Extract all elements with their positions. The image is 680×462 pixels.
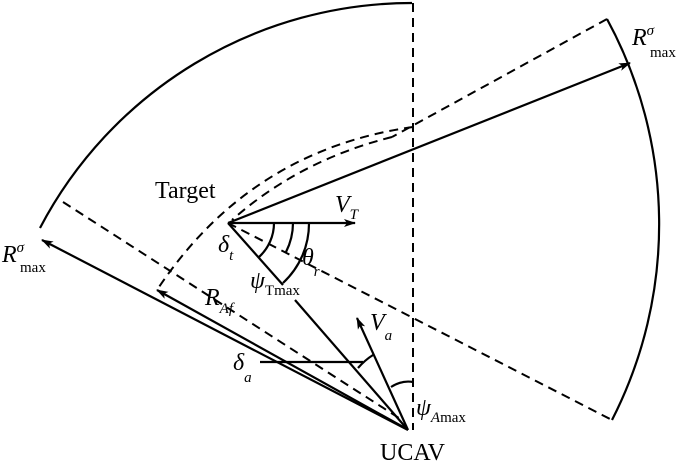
- v-a-arrow: [355, 317, 410, 431]
- psi-tmax-arc: [282, 222, 311, 284]
- ucav-range-arc: [39, 1, 413, 229]
- target-dashed-curve-lower: [231, 136, 393, 221]
- r-max-left-sub: max: [20, 260, 46, 276]
- theta-r-dashed-line: [227, 222, 613, 421]
- r-max-right-arrow: [227, 61, 631, 225]
- delta-a-arc: [357, 354, 374, 369]
- theta-r-arc: [285, 222, 295, 253]
- delta-t-label: δt: [218, 232, 234, 264]
- r-max-left-label: Rσ: [1, 240, 25, 268]
- r-max-right-sub: max: [650, 45, 676, 61]
- target-dashed-boundary: [391, 18, 608, 138]
- r-max-left-arrow: [41, 239, 409, 431]
- psi-amax-label: ψAmax: [416, 395, 466, 426]
- r-max-right-label: Rσ: [631, 23, 655, 51]
- r-af-label: RAf: [204, 285, 235, 317]
- v-t-label: VT: [335, 192, 360, 223]
- ucav-label: UCAV: [380, 440, 446, 462]
- r-af-arrow: [156, 289, 406, 429]
- v-a-label: Va: [370, 310, 392, 344]
- psi-tmax-line: [227, 222, 284, 286]
- theta-r-label: θr: [302, 245, 320, 280]
- psi-tmax-label: ψTmax: [250, 268, 300, 299]
- delta-a-label: δa: [233, 350, 252, 386]
- psi-amax-arc: [390, 380, 414, 388]
- ucav-dashed-boundary: [62, 201, 403, 421]
- psi-tmax-to-ucav-line: [294, 299, 409, 431]
- target-dashed-curve-upper: [156, 126, 414, 291]
- target-range-arc: [606, 18, 661, 421]
- target-label: Target: [155, 178, 216, 204]
- delta-t-arc: [258, 222, 276, 258]
